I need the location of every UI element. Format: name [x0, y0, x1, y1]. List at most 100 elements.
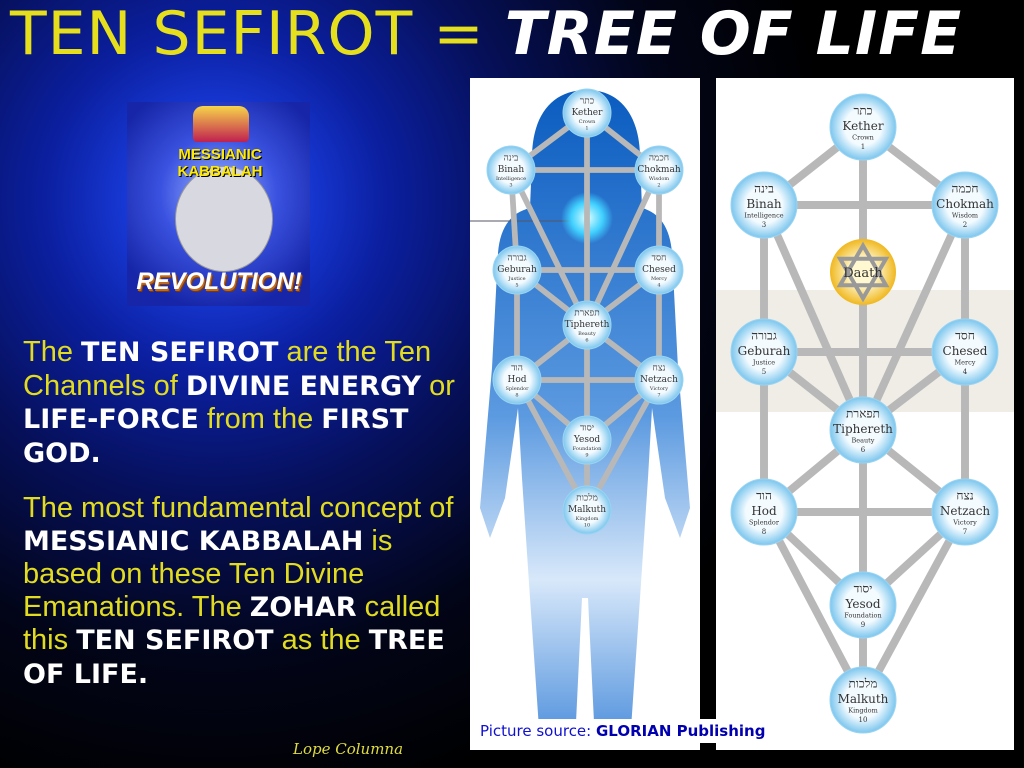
- sefirah-name: Netzach: [640, 375, 678, 385]
- text: from the: [198, 403, 322, 435]
- sefirah-number: 2: [963, 221, 967, 229]
- sefirah-name: Binah: [746, 197, 782, 211]
- sefirah-circle: [562, 88, 612, 138]
- sefirah-hebrew: תפארת: [574, 308, 600, 318]
- tree-path: [859, 510, 969, 702]
- sefirah-hebrew: תפארת: [846, 407, 880, 421]
- emphasis: TREE OF LIFE.: [23, 625, 445, 690]
- sefirah-meaning: Wisdom: [649, 176, 669, 182]
- sefirah-circle: [730, 478, 798, 546]
- sefirah-circle: [634, 355, 684, 405]
- sefirah-name: Binah: [498, 165, 525, 175]
- sefirah-circle: [634, 245, 684, 295]
- tree-path: [859, 203, 969, 432]
- sefirah-hebrew: נצח: [956, 489, 973, 503]
- daath-label: Daath: [843, 266, 883, 281]
- sefirah-name: Hod: [751, 504, 777, 518]
- sefirah-number: 4: [963, 368, 968, 376]
- emphasis: LIFE-FORCE: [23, 404, 199, 435]
- sefirah-name: Yesod: [844, 597, 880, 611]
- emphasis: TEN SEFIROT: [81, 337, 279, 368]
- tree-path: [514, 378, 590, 512]
- emphasis: TEN SEFIROT: [76, 625, 274, 656]
- daath-node: [830, 239, 896, 305]
- sefirah-meaning: Mercy: [651, 276, 667, 282]
- sefirah-meaning: Mercy: [955, 359, 976, 367]
- sefirah-meaning: Crown: [579, 119, 597, 125]
- sefirah-meaning: Intelligence: [744, 212, 783, 220]
- sefirah-meaning: Intelligence: [496, 176, 526, 182]
- sefirah-name: Chesed: [642, 265, 676, 275]
- sefirah-circle: [829, 571, 897, 639]
- sefirah-name: Kether: [842, 119, 883, 133]
- tree-path: [760, 510, 867, 702]
- picture-source-caption: Picture source: GLORIAN Publishing: [470, 719, 785, 743]
- tree-path: [584, 378, 662, 512]
- sefirah-number: 3: [762, 221, 766, 229]
- tree-path: [584, 168, 662, 327]
- title-part1: TEN SEFIROT: [10, 0, 414, 69]
- text: are the Ten Channels of: [23, 336, 432, 402]
- sefirah-hebrew: גבורה: [751, 329, 777, 343]
- sefirah-name: Hod: [507, 375, 526, 385]
- sefirah-name: Chokmah: [637, 165, 680, 175]
- sefirah-meaning: Justice: [752, 359, 775, 367]
- sefirah-number: 3: [509, 183, 512, 189]
- sefirah-hebrew: כתר: [580, 96, 594, 106]
- sefirah-meaning: Wisdom: [952, 212, 978, 220]
- sefirah-meaning: Foundation: [844, 612, 881, 620]
- sefirah-number: 6: [585, 338, 588, 344]
- author-signature: Lope Columna: [293, 740, 404, 758]
- tree-path: [760, 203, 867, 432]
- sefirah-circle: [492, 245, 542, 295]
- sefirah-circle: [931, 171, 999, 239]
- sefirah-hebrew: בינה: [504, 153, 519, 163]
- sefirah-hebrew: חכמה: [952, 182, 979, 196]
- star-of-david-icon: [836, 256, 890, 303]
- crown-icon: [193, 106, 249, 142]
- sefirah-number: 1: [861, 143, 865, 151]
- caption-prefix: Picture source:: [480, 722, 596, 740]
- sefirah-circle: [829, 666, 897, 734]
- sefirah-circle: [829, 93, 897, 161]
- body-text: The TEN SEFIROT are the Ten Channels of …: [23, 336, 463, 713]
- sefirah-name: Chesed: [943, 344, 988, 358]
- sefirah-hebrew: חכמה: [649, 153, 669, 163]
- text: The most fundamental concept of: [23, 492, 454, 524]
- star-of-david-icon: [836, 241, 890, 288]
- sefirah-circle: [562, 415, 612, 465]
- sefirah-name: Geburah: [738, 344, 791, 358]
- paragraph-1: The TEN SEFIROT are the Ten Channels of …: [23, 336, 463, 470]
- sefirah-name: Malkuth: [838, 692, 889, 706]
- sefirah-circle: [931, 478, 999, 546]
- emphasis: FIRST GOD.: [23, 404, 409, 469]
- sefirah-meaning: Beauty: [578, 331, 596, 337]
- sefirah-circle: [562, 300, 612, 350]
- title-equals: =: [433, 0, 485, 69]
- sefirah-number: 8: [762, 528, 766, 536]
- sefirah-number: 2: [657, 183, 660, 189]
- body-tree-svg: כתרKetherCrown1חכמהChokmahWisdom2בינהBin…: [470, 88, 690, 743]
- sefirah-meaning: Beauty: [852, 437, 875, 445]
- sefirah-circle: [486, 145, 536, 195]
- sefirah-meaning: Justice: [507, 276, 525, 282]
- sefirah-name: Tiphereth: [565, 320, 610, 330]
- sefirah-name: Kether: [572, 108, 604, 118]
- sefirah-hebrew: חסד: [955, 329, 975, 343]
- emphasis: DIVINE ENERGY: [185, 370, 422, 402]
